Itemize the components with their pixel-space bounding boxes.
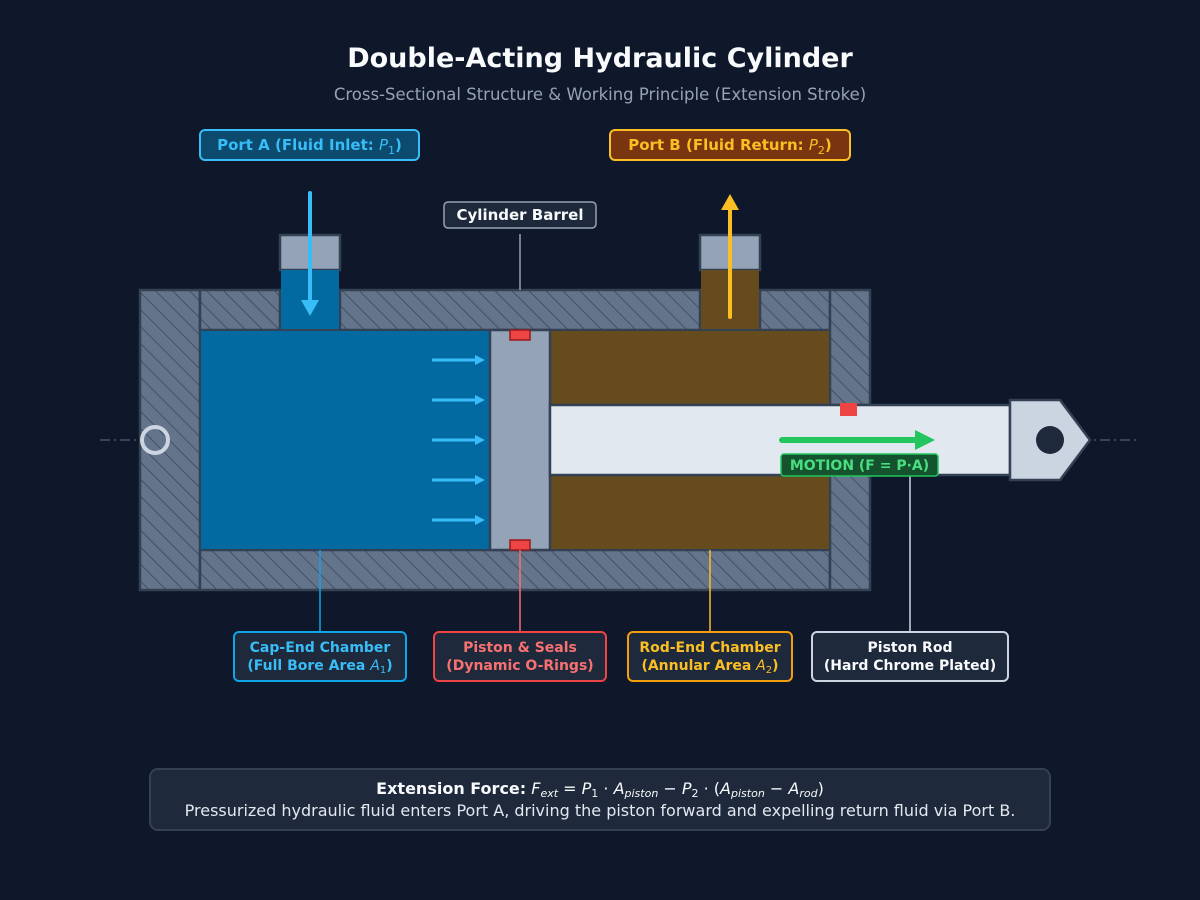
svg-text:Cap-End Chamber: Cap-End Chamber bbox=[250, 640, 391, 656]
return-flow-arrow bbox=[721, 194, 739, 319]
barrel-bottom bbox=[198, 548, 832, 592]
piston-seal-bottom bbox=[509, 539, 531, 551]
svg-text:Piston & Seals: Piston & Seals bbox=[463, 640, 577, 656]
page-subtitle: Cross-Sectional Structure & Working Prin… bbox=[334, 85, 866, 104]
barrel-top-left bbox=[198, 288, 282, 332]
cap-mount-pin bbox=[140, 425, 170, 455]
svg-text:(Hard Chrome Plated): (Hard Chrome Plated) bbox=[824, 658, 996, 674]
svg-text:Piston Rod: Piston Rod bbox=[868, 640, 953, 656]
formula-description: Pressurized hydraulic fluid enters Port … bbox=[185, 801, 1016, 820]
svg-text:Port B (Fluid Return: P2): Port B (Fluid Return: P2) bbox=[628, 136, 832, 157]
svg-text:MOTION (F = P·A): MOTION (F = P·A) bbox=[790, 458, 929, 474]
motion-label: MOTION (F = P·A) bbox=[780, 453, 939, 477]
piston-seal-top bbox=[509, 329, 531, 341]
svg-text:(Annular Area A2): (Annular Area A2) bbox=[641, 658, 778, 676]
cylinder-body bbox=[138, 233, 1092, 592]
cap-end-chamber-fluid bbox=[199, 329, 491, 551]
rod-seal bbox=[840, 403, 857, 416]
svg-text:(Dynamic O-Rings): (Dynamic O-Rings) bbox=[446, 658, 593, 674]
formula-text: Extension Force: Fext = P1 · Apiston − P… bbox=[376, 779, 824, 800]
rod-gland-top bbox=[828, 288, 872, 407]
barrel-top-mid bbox=[338, 288, 702, 332]
piston-rod-callout: Piston Rod (Hard Chrome Plated) bbox=[811, 631, 1009, 682]
inlet-flow-arrow bbox=[301, 191, 319, 316]
pressure-arrows bbox=[432, 355, 485, 525]
formula-panel: Extension Force: Fext = P1 · Apiston − P… bbox=[149, 768, 1051, 831]
barrel-label: Cylinder Barrel bbox=[443, 201, 597, 229]
piston-callout: Piston & Seals (Dynamic O-Rings) bbox=[433, 631, 607, 682]
cap-chamber-callout: Cap-End Chamber (Full Bore Area A1) bbox=[233, 631, 407, 682]
svg-text:Cylinder Barrel: Cylinder Barrel bbox=[457, 206, 584, 224]
svg-text:(Full Bore Area A1): (Full Bore Area A1) bbox=[247, 658, 392, 676]
rod-clevis-pin-hole bbox=[1036, 426, 1064, 454]
piston bbox=[488, 328, 552, 552]
page-title: Double-Acting Hydraulic Cylinder bbox=[347, 43, 853, 74]
port-a-label: Port A (Fluid Inlet: P1) bbox=[199, 129, 420, 161]
rod-gland-bottom bbox=[828, 473, 872, 592]
rod-chamber-callout: Rod-End Chamber (Annular Area A2) bbox=[627, 631, 793, 682]
svg-text:Port A (Fluid Inlet: P1): Port A (Fluid Inlet: P1) bbox=[217, 136, 402, 157]
port-b-label: Port B (Fluid Return: P2) bbox=[609, 129, 851, 161]
motion-arrow bbox=[779, 430, 935, 450]
svg-text:Rod-End Chamber: Rod-End Chamber bbox=[639, 640, 780, 656]
barrel-top-right bbox=[758, 288, 832, 332]
